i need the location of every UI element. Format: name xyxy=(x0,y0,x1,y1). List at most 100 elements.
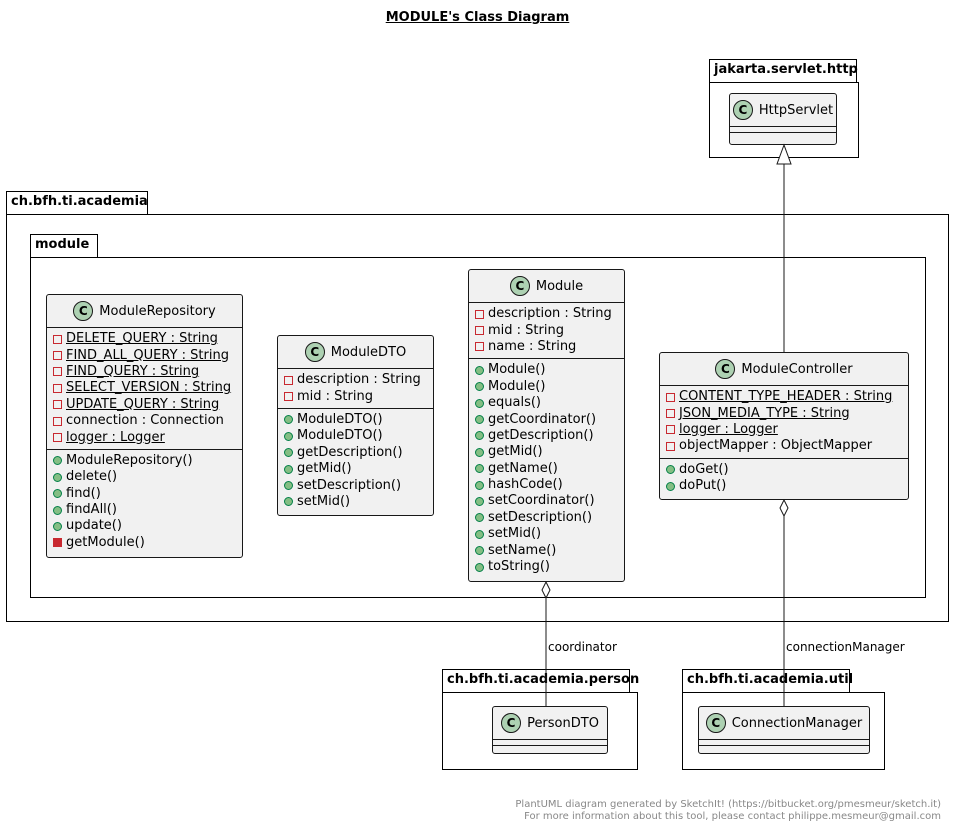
field-row: connection : Connection xyxy=(53,413,242,429)
public-visibility-icon xyxy=(475,431,484,441)
public-visibility-icon xyxy=(284,464,293,474)
public-visibility-icon xyxy=(53,505,62,515)
methods-section xyxy=(730,132,836,138)
private-visibility-icon xyxy=(53,383,62,393)
field-text: description : String xyxy=(297,372,421,388)
fields-section xyxy=(730,126,836,132)
field-text: FIND_QUERY : String xyxy=(66,363,200,379)
package-label-academia: ch.bfh.ti.academia xyxy=(11,194,148,209)
field-row: logger : Logger xyxy=(53,429,242,445)
edge-label-coordinator: coordinator xyxy=(548,640,617,654)
field-row: objectMapper : ObjectMapper xyxy=(666,438,908,454)
package-label-module: module xyxy=(35,237,90,252)
private-visibility-icon xyxy=(475,309,484,319)
method-row: getMid() xyxy=(475,444,624,460)
field-row: SELECT_VERSION : String xyxy=(53,380,242,396)
methods-section xyxy=(699,745,869,751)
field-row: logger : Logger xyxy=(666,422,908,438)
public-visibility-icon xyxy=(475,480,484,490)
method-row: ModuleDTO() xyxy=(284,428,433,444)
method-text: findAll() xyxy=(66,502,117,518)
public-visibility-icon xyxy=(475,562,484,572)
public-visibility-icon xyxy=(475,398,484,408)
field-row: name : String xyxy=(475,339,624,355)
methods-section: Module()Module()equals()getCoordinator()… xyxy=(469,358,624,578)
field-text: DELETE_QUERY : String xyxy=(66,331,218,347)
public-visibility-icon xyxy=(53,456,62,466)
public-visibility-icon xyxy=(53,521,62,531)
package-label-util: ch.bfh.ti.academia.util xyxy=(687,672,854,687)
field-text: objectMapper : ObjectMapper xyxy=(679,438,873,454)
class-name: ModuleDTO xyxy=(330,344,407,360)
method-text: ModuleRepository() xyxy=(66,452,193,468)
public-visibility-icon xyxy=(475,415,484,425)
private-visibility-icon xyxy=(53,538,62,548)
private-visibility-icon xyxy=(475,326,484,336)
method-text: getCoordinator() xyxy=(488,411,597,427)
field-row: FIND_ALL_QUERY : String xyxy=(53,347,242,363)
public-visibility-icon xyxy=(53,472,62,482)
method-text: ModuleDTO() xyxy=(297,428,383,444)
methods-section: doGet()doPut() xyxy=(660,457,908,498)
field-row: FIND_QUERY : String xyxy=(53,364,242,380)
public-visibility-icon xyxy=(284,497,293,507)
class-name: ModuleController xyxy=(741,361,853,377)
footer-line-1: PlantUML diagram generated by SketchIt! … xyxy=(515,799,941,810)
public-visibility-icon xyxy=(284,481,293,491)
method-text: setCoordinator() xyxy=(488,493,595,509)
method-text: setMid() xyxy=(297,493,351,509)
inheritance-arrowhead xyxy=(776,143,792,165)
field-row: description : String xyxy=(475,306,624,322)
method-text: getDescription() xyxy=(297,444,403,460)
public-visibility-icon xyxy=(284,448,293,458)
private-visibility-icon xyxy=(666,392,675,402)
method-text: setMid() xyxy=(488,526,542,542)
field-row: UPDATE_QUERY : String xyxy=(53,397,242,413)
method-row: ModuleRepository() xyxy=(53,453,242,469)
field-text: SELECT_VERSION : String xyxy=(66,380,232,396)
method-row: setDescription() xyxy=(475,510,624,526)
aggregation-diamond-coordinator xyxy=(541,580,551,600)
package-label-servlet: jakarta.servlet.http xyxy=(714,62,858,77)
method-text: Module() xyxy=(488,378,546,394)
method-text: setDescription() xyxy=(297,477,402,493)
class-icon: C xyxy=(715,359,736,379)
public-visibility-icon xyxy=(53,489,62,499)
package-tab-module: module xyxy=(30,234,98,258)
method-text: getMid() xyxy=(488,444,543,460)
private-visibility-icon xyxy=(53,351,62,361)
method-row: Module() xyxy=(475,362,624,378)
package-tab-servlet: jakarta.servlet.http xyxy=(709,59,858,83)
method-row: toString() xyxy=(475,559,624,575)
method-text: setDescription() xyxy=(488,509,593,525)
public-visibility-icon xyxy=(475,546,484,556)
public-visibility-icon xyxy=(475,464,484,474)
public-visibility-icon xyxy=(475,382,484,392)
field-row: CONTENT_TYPE_HEADER : String xyxy=(666,389,908,405)
method-text: find() xyxy=(66,485,101,501)
diagram-title: MODULE's Class Diagram xyxy=(385,10,570,25)
class-name: Module xyxy=(535,278,584,294)
method-row: getName() xyxy=(475,461,624,477)
field-text: name : String xyxy=(488,338,577,354)
public-visibility-icon xyxy=(284,415,293,425)
public-visibility-icon xyxy=(666,465,675,475)
field-text: logger : Logger xyxy=(66,429,165,445)
private-visibility-icon xyxy=(53,334,62,344)
class-icon: C xyxy=(304,342,325,362)
method-row: hashCode() xyxy=(475,477,624,493)
method-row: ModuleDTO() xyxy=(284,412,433,428)
package-tab-person: ch.bfh.ti.academia.person xyxy=(442,669,639,693)
class-name: HttpServlet xyxy=(758,102,834,118)
method-text: Module() xyxy=(488,362,546,378)
